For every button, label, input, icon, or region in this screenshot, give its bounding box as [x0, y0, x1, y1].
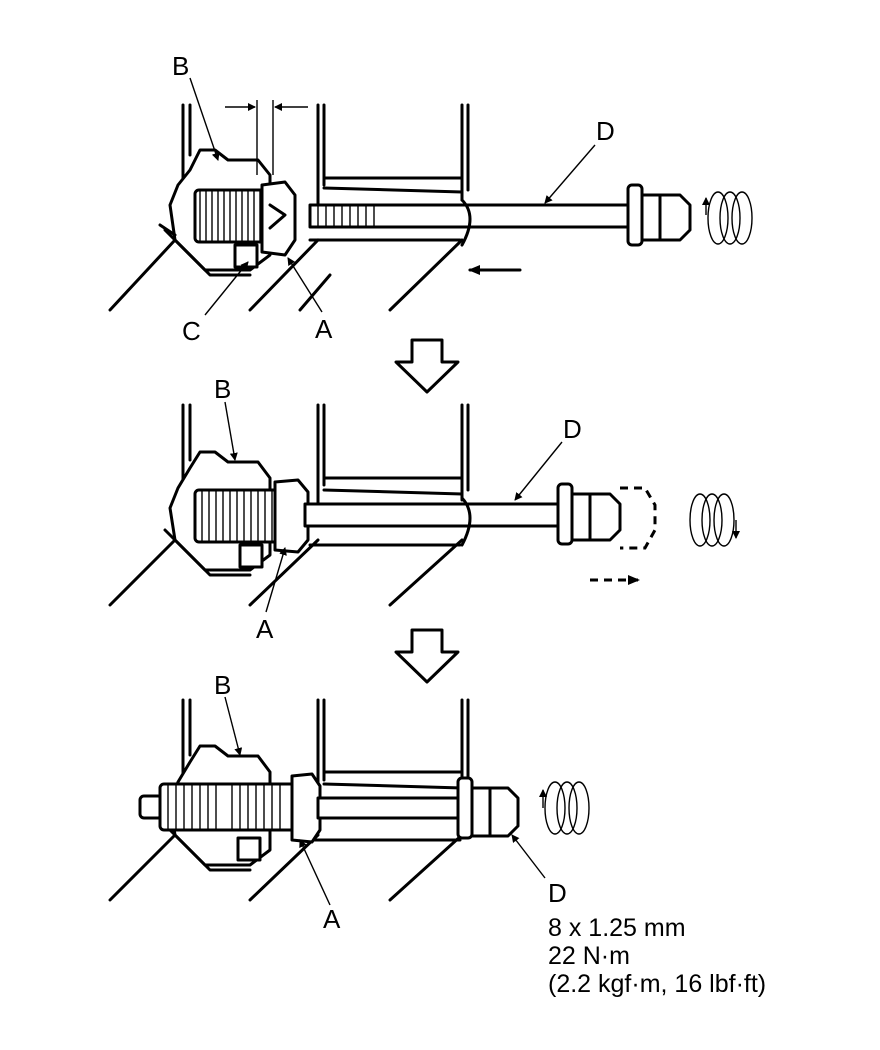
- adjuster-threads: [138, 782, 302, 832]
- label-a-3: A: [323, 904, 341, 934]
- spec-torque-alt: (2.2 kgf·m, 16 lbf·ft): [548, 970, 766, 998]
- bushing: [460, 198, 472, 247]
- bolt-d: [316, 776, 520, 840]
- label-a-1: A: [315, 314, 333, 344]
- bushing: [460, 496, 472, 547]
- frame-rails: [108, 403, 470, 607]
- gap-dimension: [225, 100, 308, 175]
- label-b-3: B: [214, 670, 231, 700]
- leader-b-2: [224, 401, 238, 461]
- bolt-d: [303, 482, 657, 550]
- leader-a-1: [287, 257, 323, 313]
- leader-b-3: [224, 696, 243, 756]
- spiral-rotation-icon: [689, 493, 740, 547]
- leader-a-2: [265, 547, 287, 613]
- bolt-d: [308, 183, 692, 247]
- label-d-2: D: [563, 414, 582, 444]
- panel-step-1: B C A D: [108, 51, 753, 346]
- adjuster-threads: [193, 488, 282, 544]
- label-d-1: D: [596, 116, 615, 146]
- leader-d-3: [511, 834, 546, 879]
- spiral-rotation-icon: [539, 781, 590, 835]
- leader-a-3: [299, 839, 331, 906]
- step-arrow-2-icon: [394, 628, 460, 684]
- adjuster-threads: [193, 188, 267, 244]
- label-b-1: B: [172, 51, 189, 81]
- leader-d-2: [514, 441, 563, 501]
- step-arrow-1-icon: [394, 338, 460, 394]
- adjuster-head-a: [273, 478, 310, 554]
- leader-b-1: [189, 77, 220, 161]
- panel-step-3: B A D: [108, 670, 590, 934]
- adjuster-head-a: [290, 772, 322, 844]
- nut-c: [238, 543, 264, 569]
- label-d-3: D: [548, 878, 567, 908]
- adjuster-head-a: [260, 180, 297, 257]
- frame-rails: [108, 103, 470, 312]
- label-b-2: B: [214, 374, 231, 404]
- frame-rails: [108, 698, 470, 902]
- leader-d-1: [544, 144, 596, 204]
- torque-spec: 8 x 1.25 mm 22 N·m (2.2 kgf·m, 16 lbf·ft…: [548, 914, 766, 998]
- spec-torque-nm: 22 N·m: [548, 942, 630, 970]
- label-c: C: [182, 316, 201, 346]
- label-a-2: A: [256, 614, 274, 644]
- nut-c: [236, 836, 262, 862]
- spiral-rotation-icon: [702, 191, 753, 245]
- panel-step-2: B A D: [108, 374, 740, 644]
- spec-thread-size: 8 x 1.25 mm: [548, 914, 686, 942]
- leader-c: [204, 261, 249, 316]
